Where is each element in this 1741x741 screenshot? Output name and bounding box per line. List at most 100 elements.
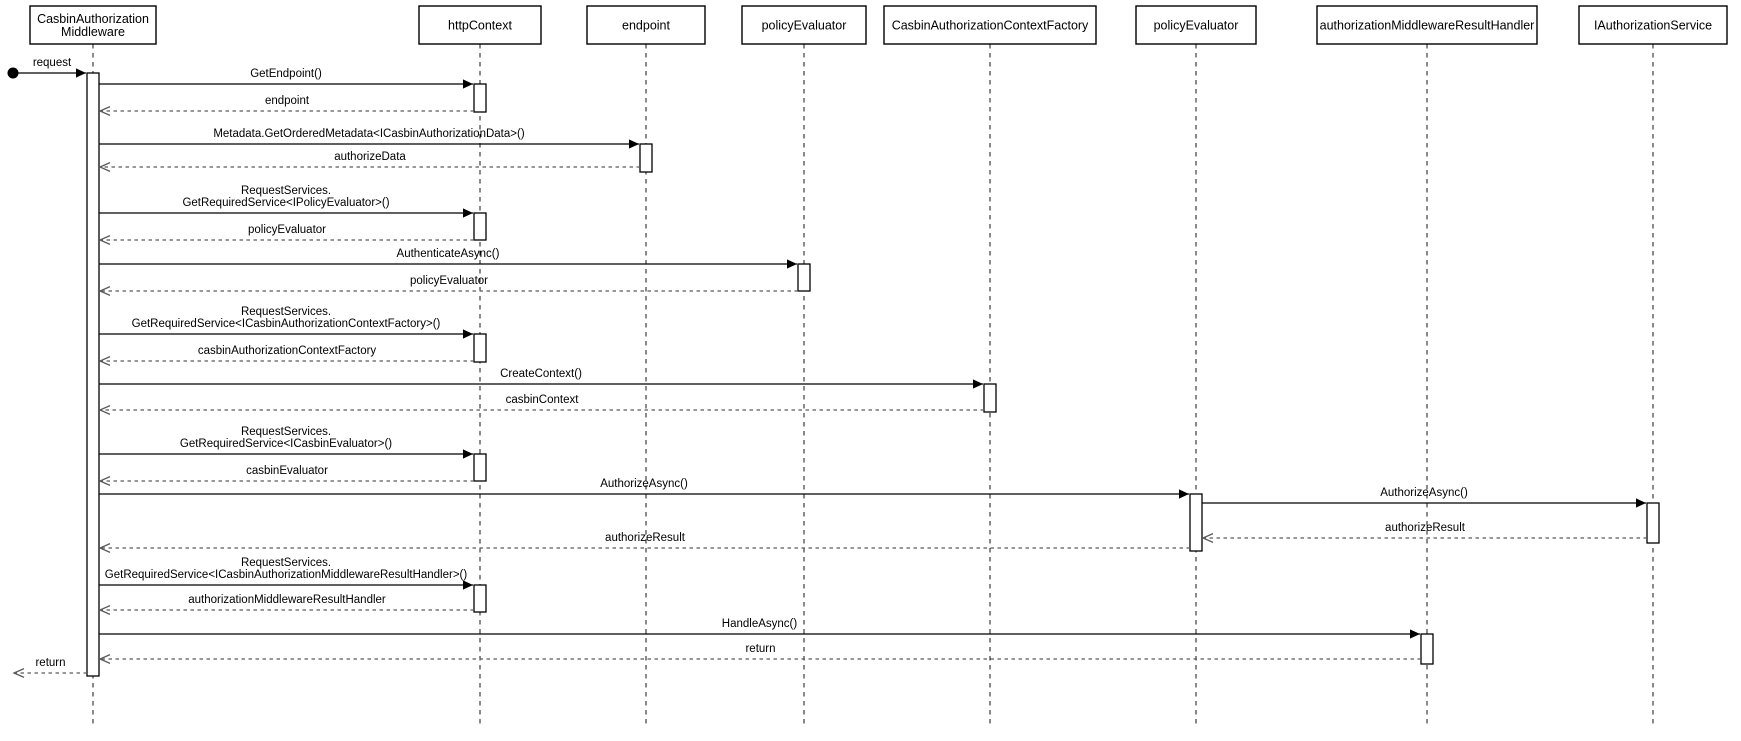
message-label: RequestServices.GetRequiredService<ICasb… [132,306,441,330]
participant-label: IAuthorizationService [1594,19,1712,33]
participant-box [418,5,542,45]
arrowhead-open-icon [1201,533,1214,543]
arrowhead-open-icon [98,106,111,116]
participant-label: endpoint [622,19,670,33]
message-label: AuthenticateAsync() [397,248,500,260]
arrowhead-open-icon [98,162,111,172]
activation-bar-policyEvaluator1 [797,263,811,292]
participant-box [741,5,867,45]
message-authorizationmiddlewareresulthandler-21: authorizationMiddlewareResultHandler [98,594,474,615]
message-label: CreateContext() [500,368,582,380]
message-label: return [35,657,65,669]
arrowhead-open-icon [98,543,111,553]
message-request-1: request [7,57,86,79]
message-authorizeresult-18: authorizeResult [1201,522,1647,543]
message-casbinevaluator-15: casbinEvaluator [98,465,474,486]
arrowhead-filled-icon [463,329,473,339]
found-message-dot [7,67,19,79]
participant-box [29,5,157,45]
message-authorizeasync-16: AuthorizeAsync() [99,478,1189,499]
participant-label: policyEvaluator [1154,19,1239,33]
participant-label: httpContext [448,19,512,33]
message-label: casbinAuthorizationContextFactory [198,345,377,357]
message-label: casbinContext [506,394,580,406]
participant-contextFactory: CasbinAuthorizationContextFactory [883,5,1097,726]
message-label: RequestServices.GetRequiredService<ICasb… [180,426,392,450]
activation-bar-endpoint [639,143,653,173]
arrowhead-filled-icon [463,449,473,459]
message-getendpoint-2: GetEndpoint() [99,68,473,89]
activation-bar-resultHandler [1420,633,1434,665]
participant-endpoint: endpoint [586,5,706,726]
activation-bar-httpContext [473,212,487,241]
participant-authService: IAuthorizationService [1578,5,1728,726]
arrowhead-open-icon [98,654,111,664]
arrowhead-filled-icon [1410,629,1420,639]
participant-box [586,5,706,45]
message-policyevaluator-9: policyEvaluator [98,275,798,296]
participant-box [883,5,1097,45]
arrowhead-filled-icon [1179,489,1189,499]
message-return-24: return [12,657,87,678]
arrowhead-open-icon [98,476,111,486]
participant-label: policyEvaluator [762,19,847,33]
activation-bar-policyEvaluator2 [1189,493,1203,552]
arrowhead-open-icon [98,405,111,415]
message-label: policyEvaluator [248,224,326,236]
arrowhead-filled-icon [629,139,639,149]
message-getrequiredservice-ipolicyevaluator-6: RequestServices.GetRequiredService<IPoli… [99,185,473,218]
participant-label: authorizationMiddlewareResultHandler [1320,19,1535,33]
message-label: GetEndpoint() [250,68,322,80]
arrowhead-filled-icon [787,259,797,269]
participant-box [1578,5,1728,45]
message-getrequiredservice-icasbinauthorizationmiddlewareresulthandler-20: RequestServices.GetRequiredService<ICasb… [99,557,473,590]
arrowhead-open-icon [98,356,111,366]
arrowhead-filled-icon [463,208,473,218]
arrowhead-open-icon [98,235,111,245]
message-label: request [33,57,72,69]
message-label: HandleAsync() [722,618,798,630]
message-authenticateasync-8: AuthenticateAsync() [99,248,797,269]
message-getrequiredservice-icasbinevaluator-14: RequestServices.GetRequiredService<ICasb… [99,426,473,459]
arrowhead-open-icon [98,605,111,615]
activation-bar-httpContext [473,333,487,363]
arrowhead-filled-icon [463,79,473,89]
message-authorizeasync-17: AuthorizeAsync() [1202,487,1646,508]
message-label: endpoint [265,95,310,107]
message-label: authorizeResult [605,532,686,544]
arrowhead-open-icon [98,286,111,296]
participant-box [1316,5,1538,45]
participant-policyEvaluator2: policyEvaluator [1135,5,1257,726]
message-handleasync-22: HandleAsync() [99,618,1420,639]
participant-httpContext: httpContext [418,5,542,726]
message-label: policyEvaluator [410,275,488,287]
activation-bar-httpContext [473,453,487,482]
message-label: casbinEvaluator [246,465,328,477]
message-label: RequestServices.GetRequiredService<IPoli… [182,185,389,209]
message-casbincontext-13: casbinContext [98,394,984,415]
message-return-23: return [98,643,1421,664]
message-createcontext-12: CreateContext() [99,368,983,389]
message-label: authorizeResult [1385,522,1466,534]
message-label: AuthorizeAsync() [600,478,688,490]
arrowhead-filled-icon [1636,498,1646,508]
activation-bar-httpContext [473,83,487,113]
message-authorizedata-5: authorizeData [98,151,640,172]
message-label: authorizationMiddlewareResultHandler [188,594,386,606]
arrowhead-open-icon [12,668,25,678]
message-authorizeresult-19: authorizeResult [98,532,1190,553]
activation-bar-middleware [86,72,100,677]
participant-resultHandler: authorizationMiddlewareResultHandler [1316,5,1538,726]
message-label: return [745,643,775,655]
participant-label: CasbinAuthorizationContextFactory [892,19,1089,33]
activation-bar-authService [1646,502,1660,544]
message-policyevaluator-7: policyEvaluator [98,224,474,245]
message-label: authorizeData [334,151,406,163]
message-label: AuthorizeAsync() [1380,487,1468,499]
arrowhead-filled-icon [463,580,473,590]
message-label: RequestServices.GetRequiredService<ICasb… [105,557,468,581]
